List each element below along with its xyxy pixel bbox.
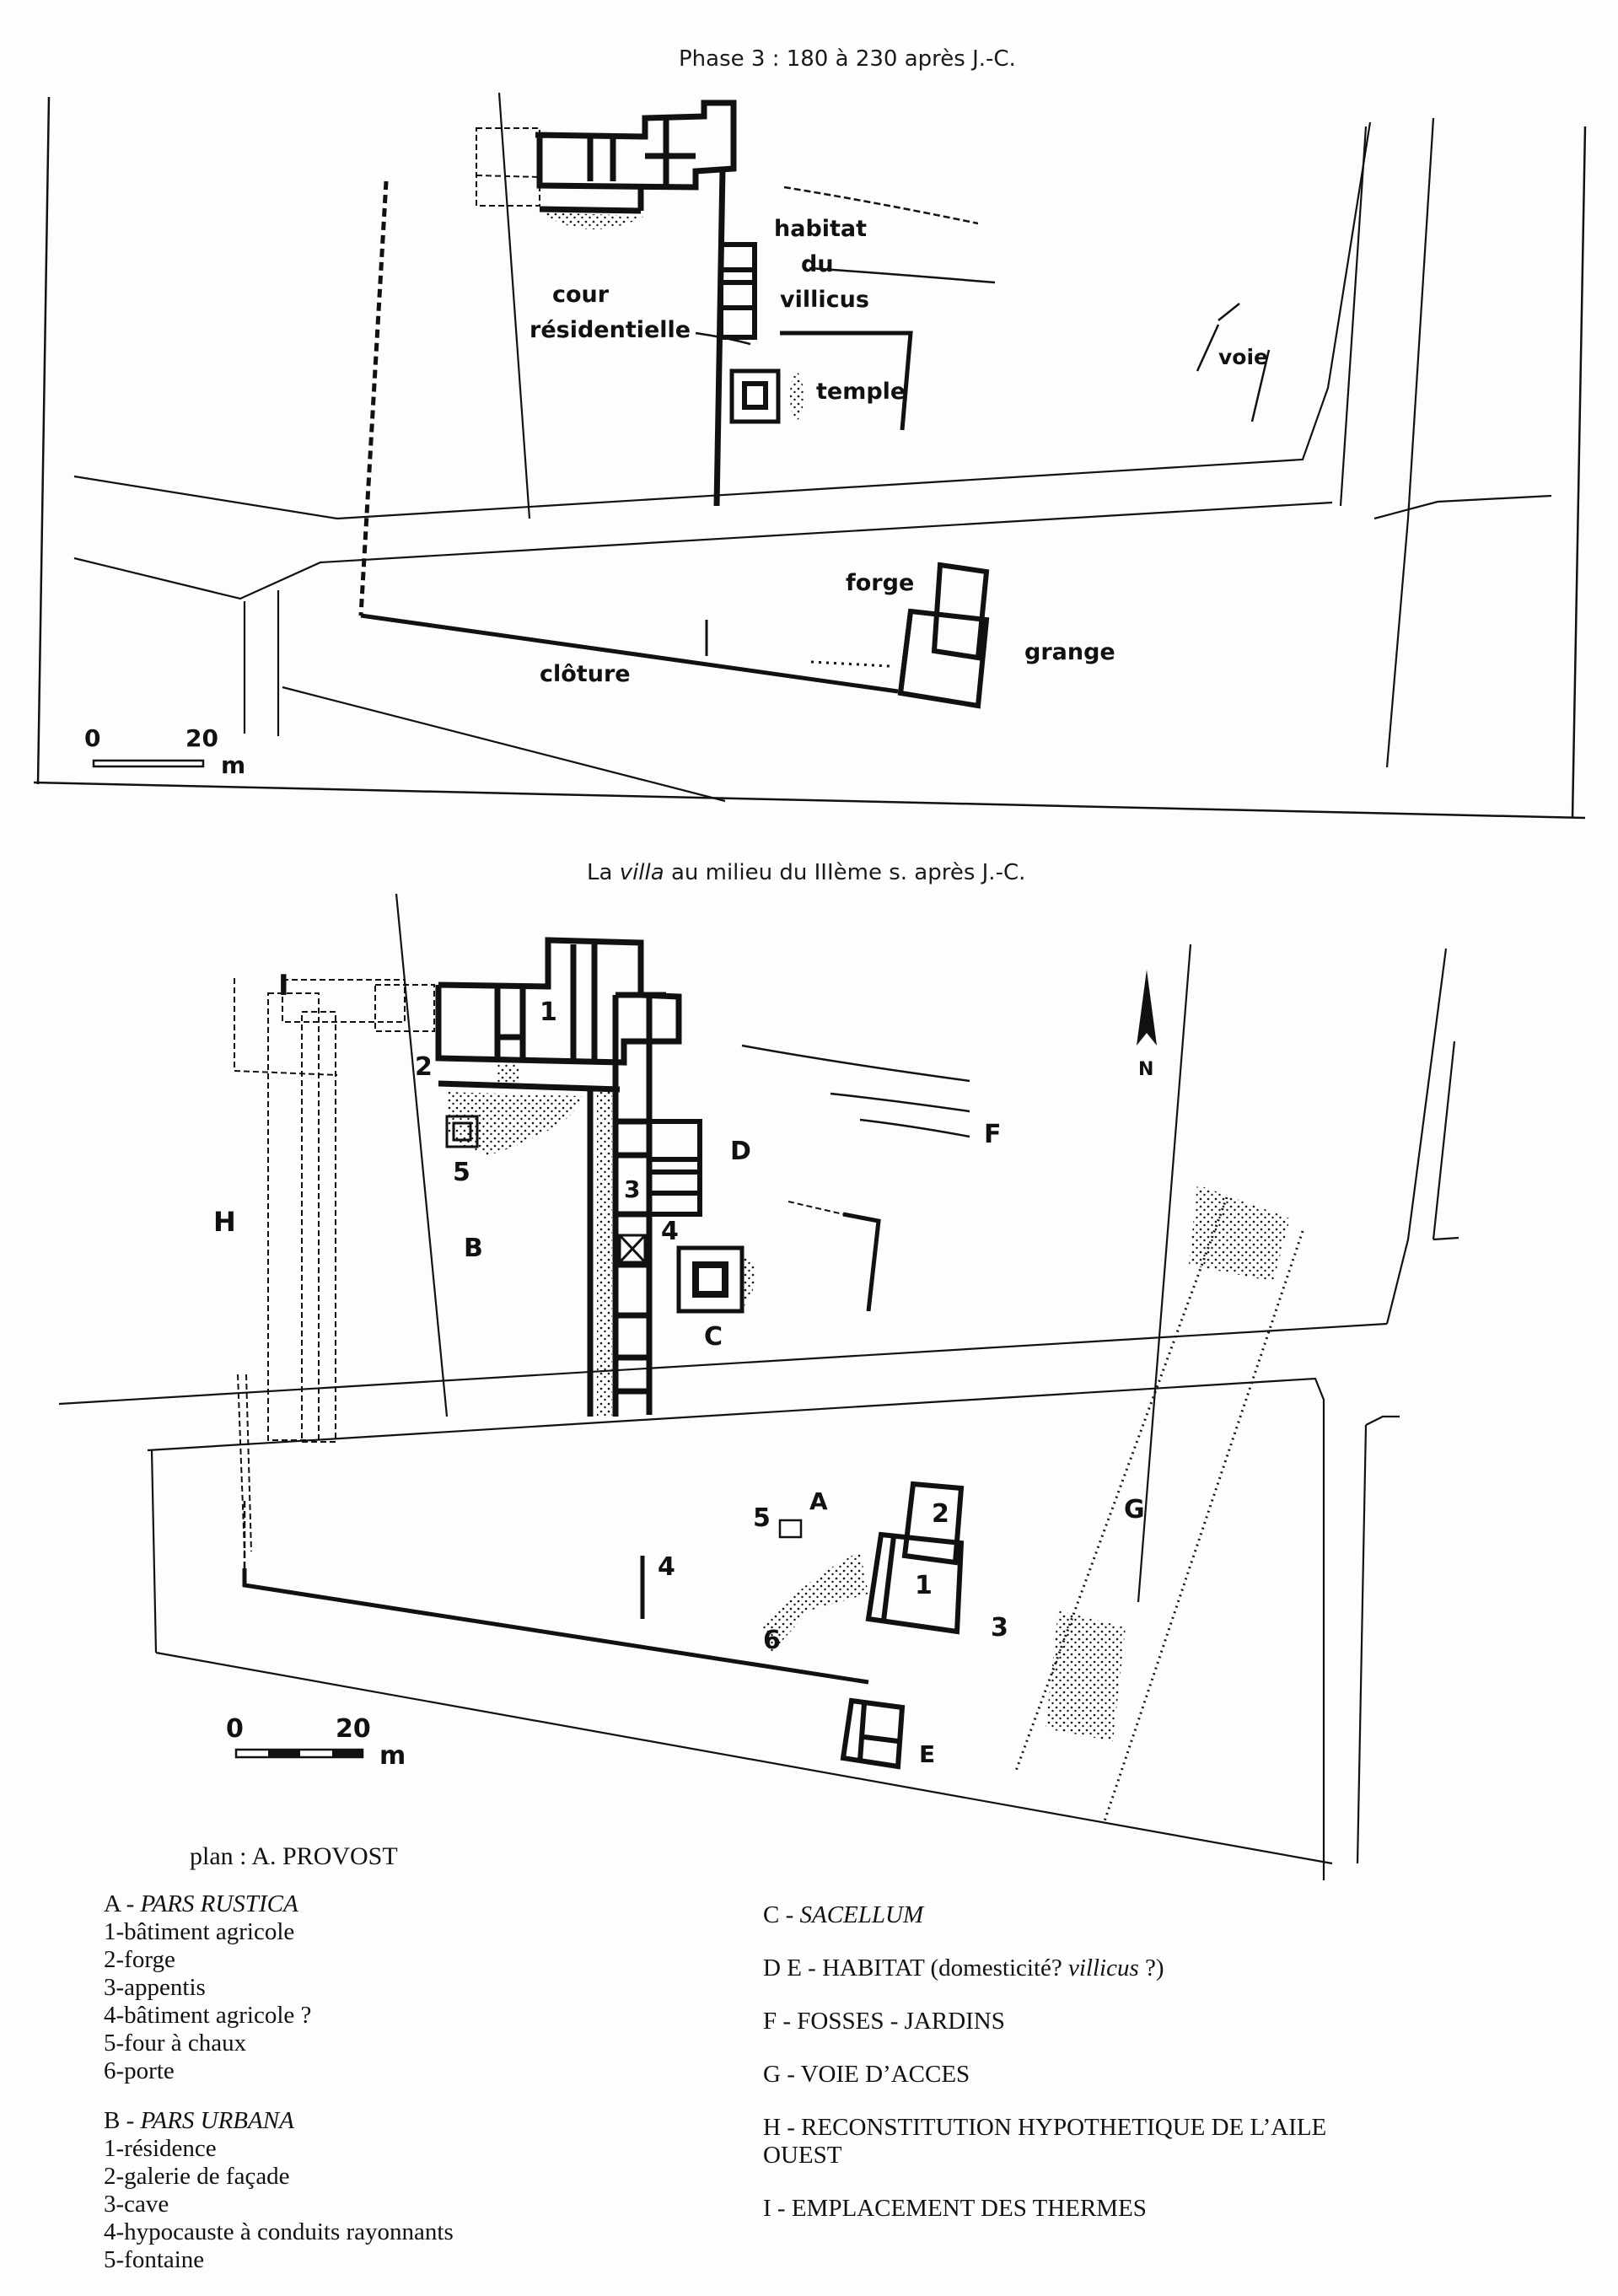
label-cour: cour [552,282,610,308]
label-H: H [213,1206,236,1238]
label-A4: 4 [658,1552,675,1582]
label-habitat: habitat [774,216,867,242]
label-A6: 6 [763,1626,781,1655]
legend-left: A - PARS RUSTICA 1-bâtiment agricole 2-f… [104,1890,711,2296]
label-B1: 1 [540,997,557,1027]
access-road-G [1014,1196,1304,1822]
voie-lines [1196,303,1271,422]
legend-item: 2-forge [104,1946,175,1973]
label-forge: forge [846,570,914,596]
svg-text:0: 0 [226,1714,244,1744]
roads [58,893,1459,1880]
legend-entry-DE: D E - HABITAT (domesticité? villicus ?) [763,1955,1164,1981]
label-villicus: villicus [780,287,869,313]
temple-building [729,368,781,424]
habitat-E [840,1697,906,1770]
label-F: F [984,1120,1002,1149]
residence-B1 [435,937,682,1093]
legend-item: 1-résidence [104,2135,217,2162]
legend-item: 3-cave [104,2191,169,2218]
label-temple: temple [816,379,906,405]
north-label: N [1138,1059,1153,1080]
bottom-site-plan: N I H B 1 2 3 4 5 C D F G A 1 2 3 4 5 6 … [58,893,1459,1880]
ditches-F [741,1044,970,1138]
svg-text:0: 0 [84,724,100,752]
label-A5: 5 [753,1503,771,1533]
top-site-plan: cour résidentielle habitat du villicus t… [33,92,1587,820]
legend-entry-C: C - SACELLUM [763,1901,924,1928]
svg-text:20: 20 [185,724,218,752]
legend-group-B: B - PARS URBANA 1-résidence 2-galerie de… [104,2107,711,2274]
villicus-habitat [718,242,757,340]
svg-text:m: m [221,751,245,779]
label-B4: 4 [661,1217,679,1246]
top-scale-bar: 0 20 m [84,724,245,779]
plan-credit: plan : A. PROVOST [190,1842,398,1870]
habitat-D [647,1119,702,1217]
label-A1: 1 [915,1571,933,1600]
ditches [695,186,996,346]
label-D: D [730,1137,751,1166]
legend-item: 4-bâtiment agricole ? [104,2002,312,2029]
legend-item: 2-galerie de façade [104,2163,290,2190]
legend-entry-G: G - VOIE D’ACCES [763,2061,970,2088]
svg-text:20: 20 [336,1714,371,1744]
west-wing-H [234,978,435,1552]
enclosure-wall [242,1556,869,1685]
north-arrow-icon [1137,970,1157,1046]
legend-item: 5-fontaine [104,2246,205,2273]
bottom-plan-title: La villa au milieu du IIIème s. après J.… [587,860,1026,885]
bottom-scale-bar: 0 20 m [226,1714,406,1771]
legend-group-A: A - PARS RUSTICA 1-bâtiment agricole 2-f… [104,1890,711,2085]
label-voie: voie [1218,345,1268,369]
label-G: G [1124,1495,1145,1524]
label-B: B [464,1234,483,1263]
legend-entry-I: I - EMPLACEMENT DES THERMES [763,2195,1147,2222]
legend-entry-H: H - RECONSTITUTION HYPOTHETIQUE DE L’AIL… [763,2114,1327,2169]
top-plan-title: Phase 3 : 180 à 230 après J.-C. [679,46,1016,72]
forge-grange [897,562,990,709]
plan-frame [33,96,1587,820]
roads [73,92,1552,803]
legend-item: 5-four à chaux [104,2030,247,2057]
label-grange: grange [1024,639,1115,665]
fontaine-B5 [445,1115,479,1148]
label-E: E [919,1740,935,1768]
label-A: A [809,1487,828,1515]
legend-item: 4-hypocauste à conduits rayonnants [104,2218,454,2245]
label-B2: 2 [415,1052,433,1082]
svg-text:m: m [379,1741,406,1771]
sacellum-C [676,1245,744,1314]
enclosure-wall [360,613,899,694]
label-B3: 3 [624,1175,640,1203]
label-B5: 5 [453,1158,470,1187]
legend-item: 3-appentis [104,1974,206,2001]
label-cloture: clôture [540,661,631,687]
legend-item: 6-porte [104,2057,175,2084]
legend-right: C - SACELLUM D E - HABITAT (domesticité?… [763,1901,1370,2248]
legend-item: 1-bâtiment agricole [104,1918,295,1945]
label-A2: 2 [932,1499,949,1529]
label-I: I [278,969,289,1003]
label-du: du [801,251,834,277]
legend-entry-F: F - FOSSES - JARDINS [763,2008,1005,2035]
label-C: C [704,1322,723,1352]
dashed-enclosure [358,180,389,616]
label-residentielle: résidentielle [529,317,691,343]
hypocaust-B4 [618,1234,647,1264]
gallery-wing [587,995,653,1417]
label-A3: 3 [991,1613,1008,1643]
agricultural-building-A1 [865,1481,965,1635]
